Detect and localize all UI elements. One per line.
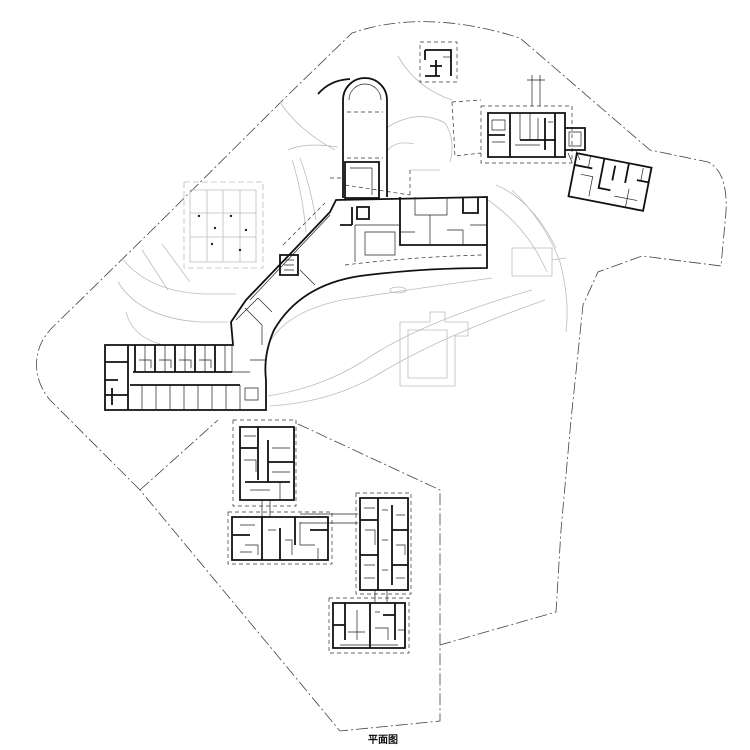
northeast-walkway <box>527 75 545 106</box>
northeast-inner-walls <box>488 113 556 157</box>
northeast-outer-walls <box>487 112 566 158</box>
east-block-outer-walls <box>567 152 653 212</box>
hairpin-inner-arc <box>348 83 382 101</box>
oval-planter <box>389 286 407 294</box>
west-wing-room-partitions <box>139 345 266 410</box>
landscape <box>117 55 568 407</box>
tree-dot <box>197 214 201 218</box>
lower-block-west-walls <box>231 516 329 561</box>
lower-block-north-partitions <box>244 435 290 517</box>
west-wing-main-walls <box>130 345 240 386</box>
north-pavilion-walls <box>424 49 452 77</box>
east-wing <box>340 197 487 266</box>
northeast-block <box>451 75 586 164</box>
east-block-inner-walls <box>574 158 649 192</box>
east-wing-walls <box>340 197 487 246</box>
south-road <box>267 277 546 407</box>
diagonal-wing-stair <box>279 254 299 276</box>
hairpin-tower-walls <box>317 77 388 198</box>
parking-area-outline <box>183 181 264 269</box>
court <box>399 311 469 387</box>
hairpin-tower <box>317 77 388 199</box>
north-garden <box>385 55 453 171</box>
west-wing <box>105 345 266 410</box>
east-block-partitions <box>580 155 644 208</box>
tree-dots <box>197 214 248 252</box>
tree-dot <box>238 248 242 252</box>
lower-block-east-walls <box>359 497 409 591</box>
main-building-outline <box>104 196 488 411</box>
diagonal-wing-partitions <box>235 214 331 345</box>
lower-block-west-partitions <box>240 522 319 560</box>
tree-dot <box>213 226 217 230</box>
lower-block-west <box>227 511 333 565</box>
east-ramp <box>487 184 568 333</box>
west-paths <box>117 243 236 345</box>
lower-block-east-roof <box>355 492 412 595</box>
north-paths <box>279 101 339 233</box>
diagonal-wing <box>235 214 331 345</box>
drawing-caption: 平面图 <box>368 735 398 746</box>
lower-block-south <box>328 597 410 654</box>
west-wing-end-block <box>105 345 129 410</box>
north-pavilion <box>419 41 458 83</box>
east-wing-partitions <box>354 197 487 262</box>
northeast-stair-connector <box>565 127 586 151</box>
main-roof-lines <box>282 170 411 246</box>
east-rotated-block <box>567 152 653 212</box>
lower-block-north <box>232 419 297 517</box>
lower-bridge <box>300 513 358 524</box>
hairpin-room-partition <box>350 167 373 195</box>
northeast-stair <box>567 131 582 163</box>
north-pavilion-roof <box>419 41 458 83</box>
hairpin-canopy <box>347 111 383 159</box>
lower-block-west-roof <box>227 511 333 565</box>
lower-block-south-partitions <box>340 610 405 646</box>
tree-dot <box>244 228 248 232</box>
northeast-partitions <box>491 113 553 146</box>
lower-block-north-walls <box>239 426 295 501</box>
parking-grid <box>189 189 257 263</box>
main-building <box>104 77 488 411</box>
lower-block-south-roof <box>328 597 410 654</box>
site-boundary-main <box>36 21 727 646</box>
northeast-roof-outline <box>451 99 573 164</box>
hairpin-room <box>344 161 380 199</box>
tree-dot <box>210 242 214 246</box>
tree-dot <box>229 214 233 218</box>
lower-complex <box>227 419 412 654</box>
lower-block-south-walls <box>332 602 406 649</box>
site-boundary <box>36 21 727 732</box>
east-wing-inner-curve <box>344 254 483 266</box>
site-boundary-lower-parcel <box>139 419 441 732</box>
lower-block-east-partitions <box>364 507 406 602</box>
lower-block-east <box>355 492 412 602</box>
lower-block-north-roof <box>232 419 297 507</box>
